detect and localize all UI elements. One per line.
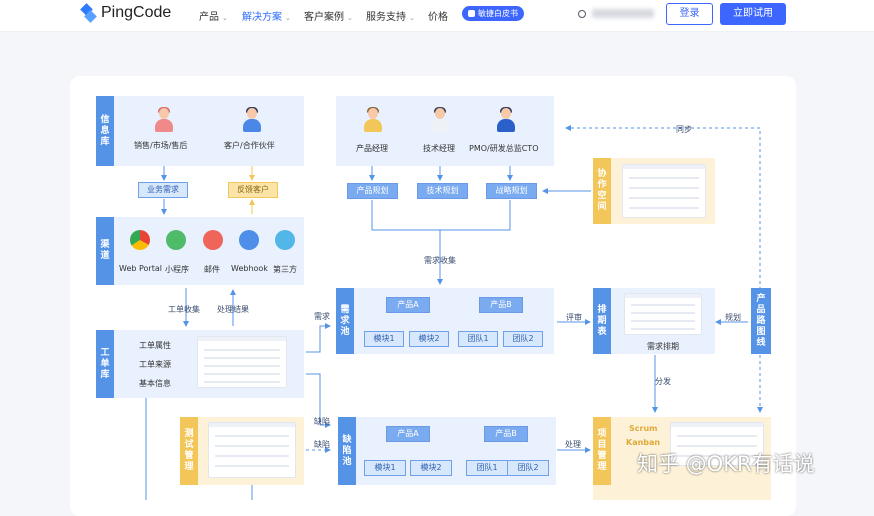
kanban-label: Kanban bbox=[626, 438, 661, 447]
tech-manager-icon bbox=[430, 107, 450, 132]
project-screenshot bbox=[670, 422, 764, 466]
product-manager-icon bbox=[363, 107, 383, 132]
channel-mini-program: 小程序 bbox=[165, 265, 189, 274]
nav-support[interactable]: 服务支持⌄ bbox=[366, 12, 415, 23]
bug-module-2: 模块2 bbox=[410, 460, 452, 476]
handle-edge-label: 处理 bbox=[565, 440, 581, 449]
test-mgmt-label: 测 试 管 理 bbox=[180, 417, 198, 485]
pingcode-logo-icon bbox=[80, 3, 97, 23]
req-team-1: 团队1 bbox=[458, 331, 498, 347]
schedule-label: 排 期 表 bbox=[593, 288, 611, 354]
ticket-library-label: 工 单 库 bbox=[96, 330, 114, 398]
bug-pool-label: 缺 陷 池 bbox=[338, 417, 356, 485]
sync-label: 同步 bbox=[676, 125, 692, 134]
schedule-screenshot bbox=[624, 293, 702, 335]
ticket-attr-3: 基本信息 bbox=[139, 379, 171, 388]
nav-pricing[interactable]: 价格 bbox=[428, 12, 448, 23]
info-library-panel bbox=[96, 96, 304, 166]
ticket-attr-1: 工单属性 bbox=[139, 341, 171, 350]
channels-panel bbox=[96, 217, 304, 285]
cto-icon bbox=[496, 107, 516, 132]
phone-icon bbox=[578, 10, 586, 18]
nav-cases[interactable]: 客户案例⌄ bbox=[304, 12, 353, 23]
channel-third-party: 第三方 bbox=[273, 265, 297, 274]
book-icon bbox=[468, 10, 475, 17]
defect-edge-label-2: 缺陷 bbox=[314, 440, 330, 449]
logo[interactable]: PingCode bbox=[80, 3, 172, 23]
collab-space-label: 协 作 空 间 bbox=[593, 158, 611, 224]
role-sales: 销售/市场/售后 bbox=[134, 141, 188, 150]
roadmap-label: 产 品 路 图 线 bbox=[751, 288, 771, 354]
req-module-1: 模块1 bbox=[364, 331, 404, 347]
free-trial-button[interactable]: 立即试用 bbox=[720, 3, 786, 25]
customer-person-icon bbox=[242, 107, 262, 132]
channel-webhook: Webhook bbox=[231, 264, 268, 273]
channel-mail: 邮件 bbox=[204, 265, 220, 274]
defect-edge-label-1: 缺陷 bbox=[314, 417, 330, 426]
req-team-2: 团队2 bbox=[503, 331, 543, 347]
nav-solutions[interactable]: 解决方案⌄ bbox=[242, 12, 291, 23]
scrum-label: Scrum bbox=[629, 424, 658, 433]
third-party-icon bbox=[275, 230, 295, 250]
chevron-down-icon: ⌄ bbox=[222, 14, 228, 22]
channel-web-portal: Web Portal bbox=[119, 264, 162, 273]
project-mgmt-label: 项 目 管 理 bbox=[593, 417, 611, 485]
bug-team-1: 团队1 bbox=[466, 460, 508, 476]
role-cto: PMO/研发总监CTO bbox=[469, 144, 539, 153]
ticket-collect-label: 工单收集 bbox=[168, 305, 200, 314]
req-product-b: 产品B bbox=[479, 297, 523, 313]
test-screenshot bbox=[208, 422, 296, 478]
bug-team-2: 团队2 bbox=[507, 460, 549, 476]
bug-module-1: 模块1 bbox=[364, 460, 406, 476]
ticket-screenshot bbox=[197, 336, 287, 388]
product-plan-tag: 产品规划 bbox=[347, 183, 398, 199]
req-module-2: 模块2 bbox=[409, 331, 449, 347]
schedule-caption: 需求排期 bbox=[647, 342, 679, 351]
requirement-pool-label: 需 求 池 bbox=[336, 288, 354, 354]
ticket-result-label: 处理结果 bbox=[217, 305, 249, 314]
role-customer: 客户/合作伙伴 bbox=[224, 141, 275, 150]
nav-products[interactable]: 产品⌄ bbox=[199, 12, 228, 23]
sales-person-icon bbox=[154, 107, 174, 132]
req-edge-label: 需求 bbox=[314, 312, 330, 321]
whitepaper-button[interactable]: 敏捷白皮书 bbox=[462, 6, 524, 21]
info-library-label: 信 息 库 bbox=[96, 96, 114, 166]
top-navbar: PingCode 产品⌄ 解决方案⌄ 客户案例⌄ 服务支持⌄ 价格 敏捷白皮书 … bbox=[0, 0, 874, 32]
watermark: 知乎 @OKR有话说 bbox=[637, 452, 815, 476]
logo-text: PingCode bbox=[101, 4, 172, 21]
chrome-icon bbox=[130, 230, 150, 250]
chevron-down-icon: ⌄ bbox=[347, 14, 353, 22]
chevron-down-icon: ⌄ bbox=[409, 14, 415, 22]
tech-plan-tag: 技术规划 bbox=[417, 183, 468, 199]
strategy-plan-tag: 战略规划 bbox=[486, 183, 537, 199]
login-button[interactable]: 登录 bbox=[666, 3, 713, 25]
role-product-manager: 产品经理 bbox=[356, 144, 388, 153]
chevron-down-icon: ⌄ bbox=[285, 14, 291, 22]
review-edge-label: 评审 bbox=[566, 313, 582, 322]
channels-label: 渠 道 bbox=[96, 217, 114, 285]
phone-number-blurred bbox=[592, 9, 654, 18]
webhook-icon bbox=[239, 230, 259, 250]
role-tech-manager: 技术经理 bbox=[423, 144, 455, 153]
business-req-tag: 业务需求 bbox=[138, 182, 188, 198]
collab-screenshot bbox=[622, 164, 706, 218]
bug-product-a: 产品A bbox=[386, 426, 430, 442]
req-product-a: 产品A bbox=[386, 297, 430, 313]
req-collect-label: 需求收集 bbox=[424, 256, 456, 265]
mail-icon bbox=[203, 230, 223, 250]
ticket-attr-2: 工单来源 bbox=[139, 360, 171, 369]
bug-product-b: 产品B bbox=[484, 426, 528, 442]
plan-edge-label: 规划 bbox=[725, 313, 741, 322]
dispatch-edge-label: 分发 bbox=[655, 377, 671, 386]
mini-program-icon bbox=[166, 230, 186, 250]
feedback-customer-tag: 反馈客户 bbox=[228, 182, 278, 198]
